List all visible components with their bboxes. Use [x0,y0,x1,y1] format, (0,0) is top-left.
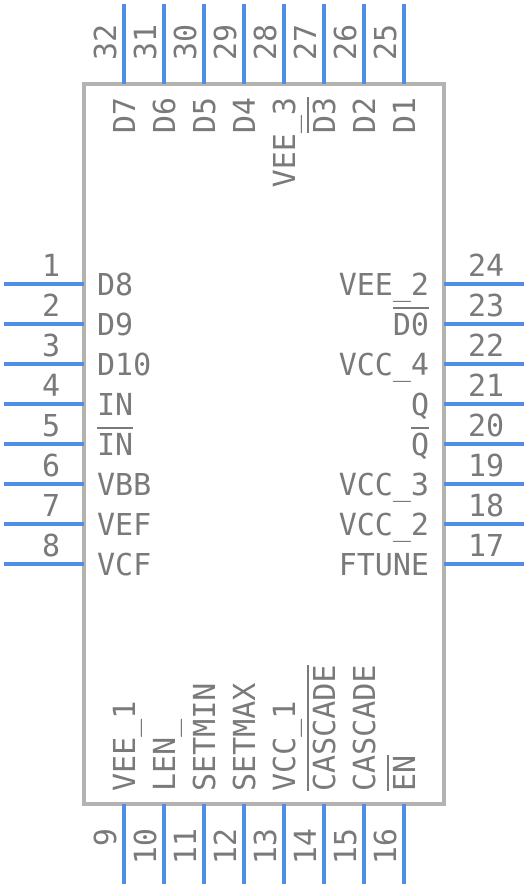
pin-10-label: LEN_ [148,718,183,791]
pin-21-number: 21 [468,369,504,404]
pin-8-number: 8 [42,529,60,564]
pin-13-number: 13 [249,828,284,864]
pin-11-label: SETMIN [188,683,223,791]
pin-20-number: 20 [468,409,504,444]
pin-24-label: VEE_2 [339,268,429,303]
pin-14-number: 14 [289,828,324,864]
pin-12-label: SETMAX [228,683,263,791]
pin-7-number: 7 [42,489,60,524]
pin-2-number: 2 [42,289,60,324]
pin-22-number: 22 [468,329,504,364]
pin-28-label: VEE_3 [268,97,303,187]
pin-17-number: 17 [468,529,504,564]
pin-5-number: 5 [42,409,60,444]
pin-15-label: CASCADE [348,665,383,791]
pin-31-number: 31 [129,24,164,60]
pin-4-number: 4 [42,369,60,404]
pin-15-number: 15 [329,828,364,864]
pin-31-label: D6 [148,97,183,133]
pin-19-label: VCC_3 [339,468,429,503]
pin-28-number: 28 [249,24,284,60]
pin-25-label: D1 [388,97,423,133]
pin-7-label: VEF [97,508,151,543]
pin-3-label: D10 [97,348,151,383]
pin-16-label: EN [388,755,423,791]
pin-1-label: D8 [97,268,133,303]
pin-1-number: 1 [42,249,60,284]
pin-22-label: VCC_4 [339,348,429,383]
pin-18-number: 18 [468,489,504,524]
pin-18-label: VCC_2 [339,508,429,543]
pin-12-number: 12 [209,828,244,864]
pin-30-number: 30 [169,24,204,60]
pin-16-number: 16 [369,828,404,864]
pin-25-number: 25 [369,24,404,60]
pin-11-number: 11 [169,828,204,864]
pin-29-label: D4 [228,97,263,133]
pin-2-label: D9 [97,308,133,343]
pin-30-label: D5 [188,97,223,133]
pin-4-label: IN [97,388,133,423]
pin-23-label: D0 [393,308,429,343]
pin-21-label: Q [411,388,429,423]
pin-9-number: 9 [89,828,124,846]
pin-27-number: 27 [289,24,324,60]
pin-8-label: VCF [97,548,151,583]
pin-32-label: D7 [108,97,143,133]
pin-29-number: 29 [209,24,244,60]
pin-10-number: 10 [129,828,164,864]
pin-27-label: D3 [308,97,343,133]
pin-13-label: VCC_1 [268,701,303,791]
pin-23-number: 23 [468,289,504,324]
ic-body [82,82,446,806]
pin-5-label: IN [97,428,133,463]
pins-layer: 1D82D93D104IN5IN6VBB7VEF8VCF24VEE_223D02… [4,4,524,884]
pin-19-number: 19 [468,449,504,484]
pin-26-number: 26 [329,24,364,60]
pin-17-label: FTUNE [339,548,429,583]
pin-6-label: VBB [97,468,151,503]
pin-14-label: CASCADE [308,665,343,791]
pin-20-label: Q [411,428,429,463]
pin-32-number: 32 [89,24,124,60]
pin-6-number: 6 [42,449,60,484]
pin-26-label: D2 [348,97,383,133]
pin-9-label: VEE_1 [108,701,143,791]
pin-3-number: 3 [42,329,60,364]
pin-24-number: 24 [468,249,504,284]
